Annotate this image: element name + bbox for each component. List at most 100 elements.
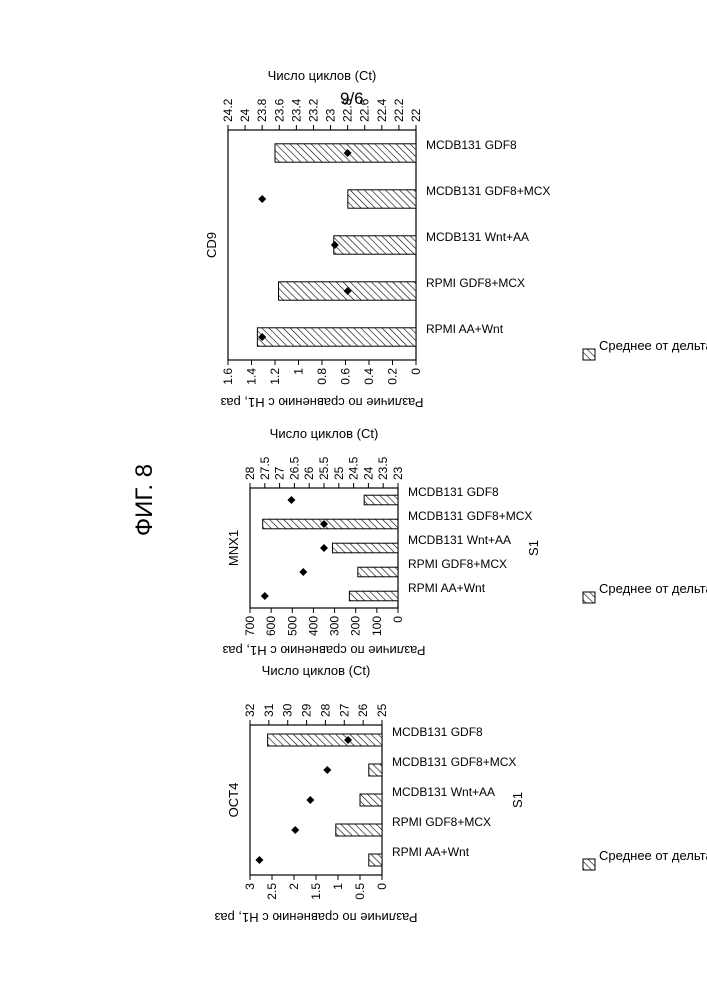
y2-tick-label: 28 [318,703,332,717]
bar [360,794,382,806]
y2-tick-label: 22 [409,108,423,122]
category-label: MCDB131 GDF8+MCX [392,755,516,769]
subtitle-label: S1 [510,792,525,808]
y2-tick-label: 23 [324,108,338,122]
y-tick-label: 100 [370,616,384,636]
y2-tick-label: 23.6 [272,98,286,122]
y-tick-label: 400 [306,616,320,636]
y2-tick-label: 24.2 [221,98,235,122]
y-tick-label: 300 [328,616,342,636]
y-tick-label: 2 [287,883,301,890]
y-tick-label: 0 [391,616,405,623]
bar [369,764,382,776]
y-tick-label: 0.6 [339,368,353,385]
y2-tick-label: 25 [375,703,389,717]
category-label: RPMI AA+Wnt [392,845,470,859]
legend-swatch [583,859,595,870]
category-label: MCDB131 GDF8 [392,725,483,739]
y2-tick-label: 27.5 [258,456,272,480]
legend-swatch [583,592,595,603]
bar [257,328,416,346]
y2-tick-label: 32 [243,703,257,717]
y-tick-label: 1.4 [245,368,259,385]
y2-axis-label: Число циклов (Ct) [270,426,379,441]
bar [348,190,416,208]
chart-title: OCT4 [226,783,241,818]
category-label: MCDB131 Wnt+AA [426,230,529,244]
category-label: RPMI GDF8+MCX [408,557,507,571]
bar [336,824,382,836]
y2-tick-label: 31 [262,703,276,717]
legend-swatch [583,349,595,360]
y2-tick-label: 26.5 [287,456,301,480]
y-tick-label: 0.5 [353,883,367,900]
y2-tick-label: 23.4 [289,98,303,122]
category-label: MCDB131 GDF8 [408,485,499,499]
y2-tick-label: 23.8 [255,98,269,122]
ct-marker [320,544,328,552]
ct-marker [261,592,269,600]
y2-tick-label: 27 [273,466,287,480]
y2-tick-label: 28 [243,466,257,480]
category-label: RPMI AA+Wnt [408,581,486,595]
y-tick-label: 3 [243,883,257,890]
y-tick-label: 0 [375,883,389,890]
ct-marker [291,826,299,834]
y-tick-label: 0.4 [362,368,376,385]
y-tick-label: 0 [409,368,423,375]
y-tick-label: 700 [243,616,257,636]
bar [358,567,398,577]
y2-tick-label: 24.5 [347,456,361,480]
y2-tick-label: 22.4 [375,98,389,122]
y2-tick-label: 22.2 [392,98,406,122]
y-tick-label: 1 [292,368,306,375]
category-label: MCDB131 GDF8+MCX [408,509,532,523]
legend-label: Среднее от дельта дельта Ct [599,848,707,863]
category-label: MCDB131 GDF8+MCX [426,184,550,198]
bar [332,543,398,553]
bar [263,519,398,529]
y2-tick-label: 23.2 [306,98,320,122]
ct-marker [255,856,263,864]
y2-tick-label: 22.8 [341,98,355,122]
category-label: RPMI GDF8+MCX [426,276,525,290]
category-label: RPMI AA+Wnt [426,322,504,336]
y2-tick-label: 23 [391,466,405,480]
y2-tick-label: 30 [281,703,295,717]
category-label: MCDB131 Wnt+AA [408,533,511,547]
y-tick-label: 200 [349,616,363,636]
y-tick-label: 1.2 [268,368,282,385]
chart-title: CD9 [204,232,219,258]
ct-marker [299,568,307,576]
category-label: RPMI GDF8+MCX [392,815,491,829]
y2-tick-label: 26 [302,466,316,480]
y2-tick-label: 23.5 [376,456,390,480]
y-tick-label: 2.5 [265,883,279,900]
bar [349,591,398,601]
y-axis-label: Различие по сравнению с H1, раз [222,643,425,658]
y2-axis-label: Число циклов (Ct) [262,663,371,678]
y2-tick-label: 25 [332,466,346,480]
legend-label: Среднее от дельта дельта Ct [599,338,707,353]
bar [334,236,416,254]
chart-panel-1: OCT4 0 0.5 1 1.5 2 2.5 3Различие по сравнению с… [214,663,707,925]
chart-panel-2: MNX10100200300400500600700Различие по ср… [222,426,707,658]
legend-label: Среднее от дельта дельта Ct [599,581,707,596]
y-axis-label: Различие по сравнению с H1, раз [214,910,417,925]
ct-marker [287,496,295,504]
y-tick-label: 0.2 [386,368,400,385]
y2-tick-label: 24 [238,108,252,122]
y2-tick-label: 29 [300,703,314,717]
y2-axis-label: Число циклов (Ct) [268,68,377,83]
y-axis-label: Различие по сравнению с H1, раз [220,395,423,410]
y2-tick-label: 27 [337,703,351,717]
y-tick-label: 1.5 [309,883,323,900]
ct-marker [258,195,266,203]
y2-tick-label: 24 [361,466,375,480]
figure-title: ФИГ. 8 [131,464,158,536]
y2-tick-label: 26 [356,703,370,717]
chart-panel-3: CD900.20.40.60.811.21.41.6Различие по ср… [204,68,707,410]
y-tick-label: 1 [331,883,345,890]
